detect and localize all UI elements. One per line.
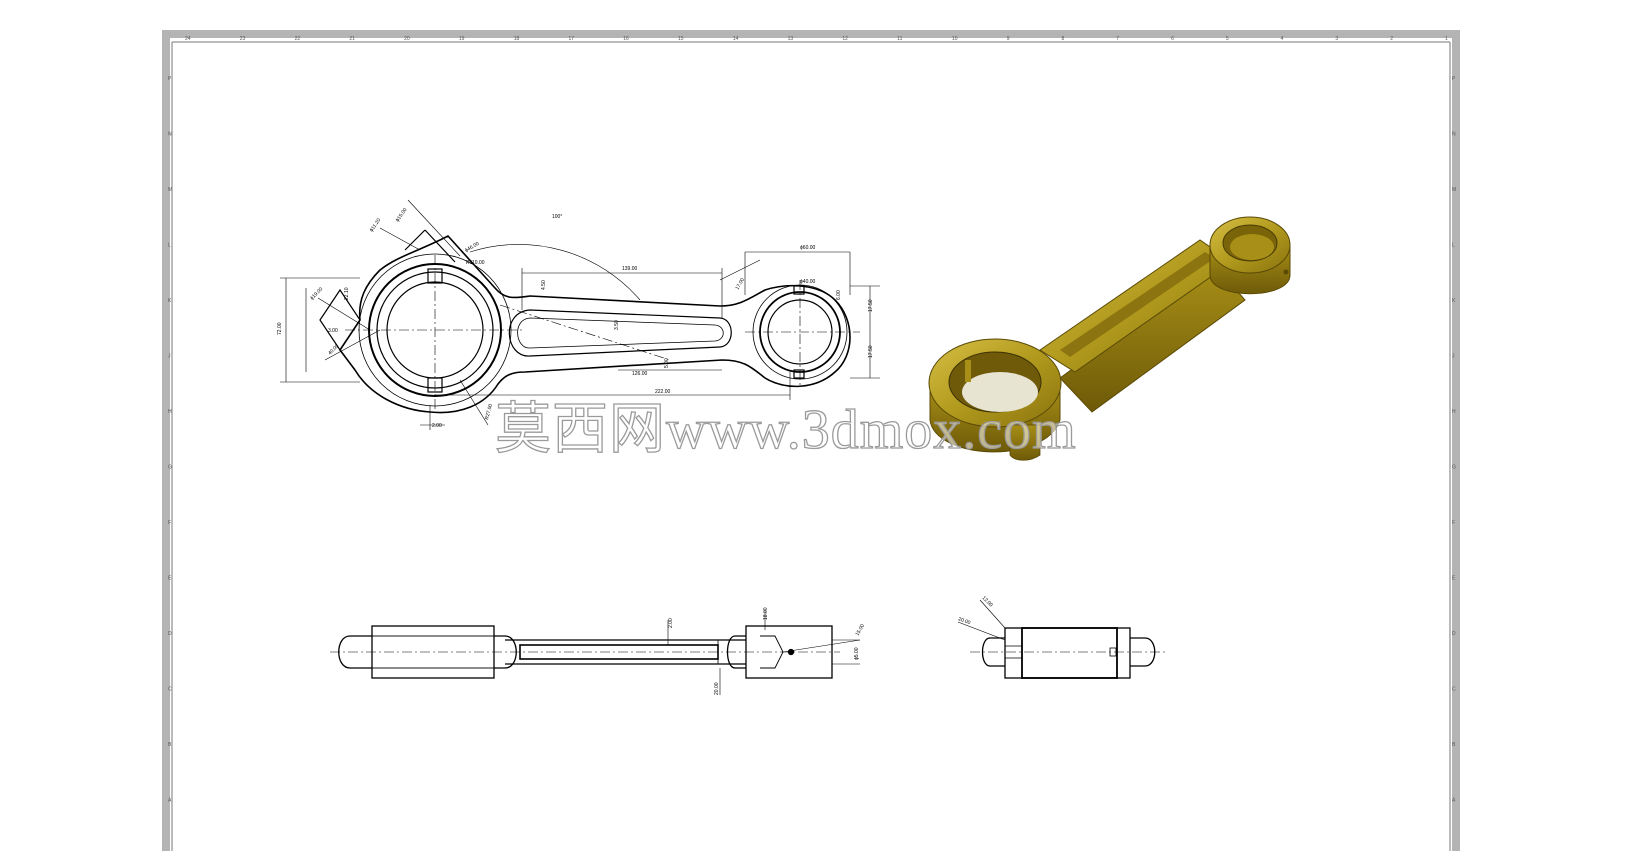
zone-number: 8 [1062, 36, 1065, 42]
dimension-label-len_total: 222.00 [655, 389, 671, 395]
dimension-label-rib_c: 5.00 [664, 358, 670, 368]
zone-number: 22 [295, 36, 301, 42]
dimension-label-d_left: ϕ19.00 [309, 286, 324, 301]
zone-number: 24 [185, 36, 191, 42]
zone-letter: F [168, 520, 171, 526]
zone-letter: M [168, 187, 172, 193]
zone-number: 4 [1281, 36, 1284, 42]
dimension-label-d_a: ϕ11.20 [369, 217, 383, 233]
zone-letter: A [1452, 798, 1456, 804]
end-view-dimension-labels: 12.00 20.00 [957, 595, 994, 626]
zone-number: 13 [788, 36, 794, 42]
dimension-label-d_c: ϕ46.00 [464, 241, 480, 254]
zone-number: 18 [514, 36, 520, 42]
zone-letter: E [168, 576, 172, 582]
connecting-rod-3d-model [928, 216, 1291, 461]
dimension-label-boss_b: 15.00 [855, 623, 867, 637]
side-view [330, 610, 861, 695]
dimension-label-len_b: 126.00 [632, 371, 648, 377]
dimension-label-boss_a: 18.00 [763, 607, 769, 620]
zone-number: 21 [349, 36, 355, 42]
zone-letters-right: P N M L K J H G F E D C B A [1452, 76, 1456, 804]
zone-letter: J [1452, 354, 1455, 360]
zone-number: 3 [1335, 36, 1338, 42]
dimension-label-ang: 100° [552, 214, 562, 220]
zone-letter: A [168, 798, 172, 804]
zone-number: 17 [568, 36, 574, 42]
zone-letter: B [1452, 742, 1456, 748]
zone-letter: N [1452, 132, 1456, 138]
dimension-label-h_right_a: 17.50 [868, 299, 874, 312]
dimension-label-rib_b: 3.50 [614, 320, 620, 330]
drawing-frame [162, 30, 1460, 856]
dimension-label-chamf_b: 20.00 [957, 616, 971, 626]
zone-number: 6 [1171, 36, 1174, 42]
dimension-label-dep: 6.00 [836, 290, 842, 300]
zone-number: 16 [623, 36, 629, 42]
zone-number: 5 [1226, 36, 1229, 42]
zone-number: 1 [1445, 36, 1448, 42]
zone-letter: N [168, 132, 172, 138]
zone-letter: H [168, 409, 172, 415]
zone-number: 19 [459, 36, 465, 42]
dimension-label-d_small_in: ϕ40.00 [800, 279, 816, 285]
zone-letter: P [1452, 76, 1456, 82]
dimension-label-rib_a: 4.50 [541, 280, 547, 290]
zone-number: 2 [1390, 36, 1393, 42]
dimension-label-r_big: R110.00 [466, 260, 485, 266]
dimension-label-hole: ϕ5.00 [854, 647, 860, 660]
front-view-dimensions [280, 199, 880, 430]
zone-letter: H [1452, 409, 1456, 415]
zone-letter: P [168, 76, 172, 82]
zone-letter: B [168, 742, 172, 748]
zone-letter: J [168, 354, 171, 360]
dimension-label-d_b: ϕ15.00 [395, 207, 409, 223]
zone-number: 9 [1007, 36, 1010, 42]
dimension-label-chamf_a: 12.00 [981, 595, 994, 608]
zone-letter: L [168, 243, 171, 249]
zone-letters-left: P N M L K J H G F E D C B A [168, 76, 172, 804]
zone-letter: F [1452, 520, 1455, 526]
dimension-label-r_low: R27.00 [484, 403, 494, 420]
zone-number: 14 [733, 36, 739, 42]
zone-number: 20 [404, 36, 410, 42]
dimension-label-r_end: 17.00 [735, 277, 747, 291]
zone-number: 10 [952, 36, 958, 42]
zone-letter: M [1452, 187, 1456, 193]
zone-number: 15 [678, 36, 684, 42]
dimension-label-web: 2.00 [668, 618, 674, 628]
zone-letter: G [1452, 465, 1456, 471]
dimension-label-w_left: 22.10 [344, 287, 350, 300]
zone-number: 12 [842, 36, 848, 42]
dimension-label-h_left: 72.00 [277, 322, 283, 335]
zone-letter: C [1452, 687, 1456, 693]
zone-letter: G [168, 465, 172, 471]
zone-number: 23 [240, 36, 246, 42]
front-view [319, 229, 860, 414]
dimension-label-len_a: 139.00 [622, 266, 638, 272]
zone-letter: C [168, 687, 172, 693]
zone-number: 7 [1116, 36, 1119, 42]
zone-letter: K [168, 298, 172, 304]
zone-number: 11 [897, 36, 902, 42]
zone-letter: L [1452, 243, 1455, 249]
dimension-label-d_small: ϕ60.00 [800, 245, 816, 251]
dimension-label-h_rad: 40.00 [327, 343, 340, 356]
zone-letter: D [168, 631, 172, 637]
dimension-label-depth: 20.00 [714, 682, 720, 695]
side-view-dimension-labels: 2.00 18.00 15.00 ϕ5.00 20.00 [668, 607, 866, 695]
zone-letter: E [1452, 576, 1456, 582]
dimension-label-bot_c: 2.00 [432, 423, 442, 429]
dimension-label-h_right_b: 17.50 [868, 345, 874, 358]
dimension-label-t_left: 3.00 [328, 328, 338, 334]
end-view [957, 599, 1165, 679]
zone-letter: D [1452, 631, 1456, 637]
zone-letter: K [1452, 298, 1456, 304]
